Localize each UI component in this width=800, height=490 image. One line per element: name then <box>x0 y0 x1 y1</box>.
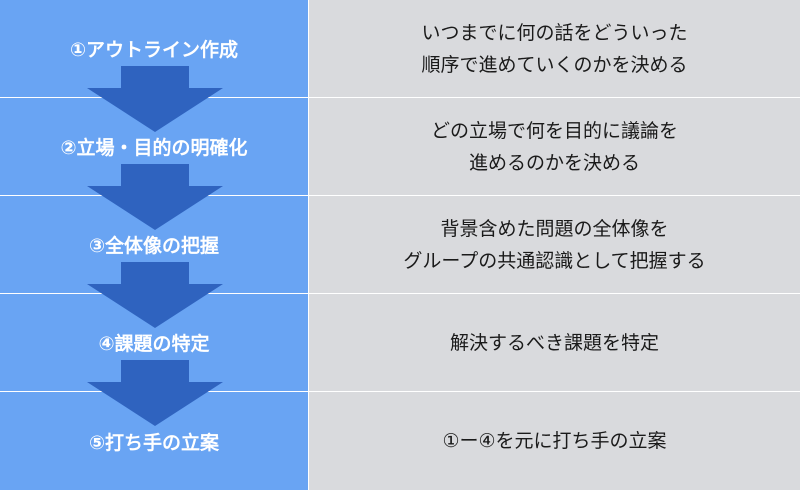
step-4-description: 解決するべき課題を特定 <box>450 327 659 359</box>
step-4-description-box: 解決するべき課題を特定 <box>309 294 800 391</box>
step-1-description-box: いつまでに何の話をどういった 順序で進めていくのかを決める <box>309 0 800 97</box>
step-1-box: ①アウトライン作成 <box>0 0 308 97</box>
step-3-description-line-1: 背景含めた問題の全体像を <box>440 217 669 240</box>
step-5-box: ⑤打ち手の立案 <box>0 392 308 490</box>
step-3-box: ③全体像の把握 <box>0 196 308 293</box>
step-4-description-line-1: 解決するべき課題を特定 <box>449 331 659 354</box>
step-3-description-line-2: グループの共通認識として把握する <box>403 249 706 272</box>
step-2-description-line-2: 進めるのかを決める <box>468 151 640 174</box>
step-4-box: ④課題の特定 <box>0 294 308 391</box>
step-3-label: ③全体像の把握 <box>88 235 220 257</box>
step-2-description: どの立場で何を目的に議論を 進めるのかを決める <box>431 115 678 179</box>
step-5-description-line-1: ①ー④を元に打ち手の立案 <box>442 430 667 452</box>
step-2-description-line-1: どの立場で何を目的に議論を <box>430 119 678 142</box>
step-1-description-line-2: 順序で進めていくのかを決める <box>421 53 688 76</box>
step-4-label: ④課題の特定 <box>98 333 210 355</box>
step-2-box: ②立場・目的の明確化 <box>0 98 308 195</box>
step-3-description: 背景含めた問題の全体像を グループの共通認識として把握する <box>403 213 705 277</box>
step-5-description: ①ー④を元に打ち手の立案 <box>442 425 666 457</box>
step-2-description-box: どの立場で何を目的に議論を 進めるのかを決める <box>309 98 800 195</box>
step-3-description-box: 背景含めた問題の全体像を グループの共通認識として把握する <box>309 196 800 293</box>
step-1-label: ①アウトライン作成 <box>69 39 239 61</box>
step-2-label: ②立場・目的の明確化 <box>60 137 248 159</box>
step-5-description-box: ①ー④を元に打ち手の立案 <box>309 392 800 490</box>
step-1-description: いつまでに何の話をどういった 順序で進めていくのかを決める <box>421 17 687 81</box>
step-1-description-line-1: いつまでに何の話をどういった <box>421 21 688 44</box>
step-5-label: ⑤打ち手の立案 <box>88 431 220 454</box>
